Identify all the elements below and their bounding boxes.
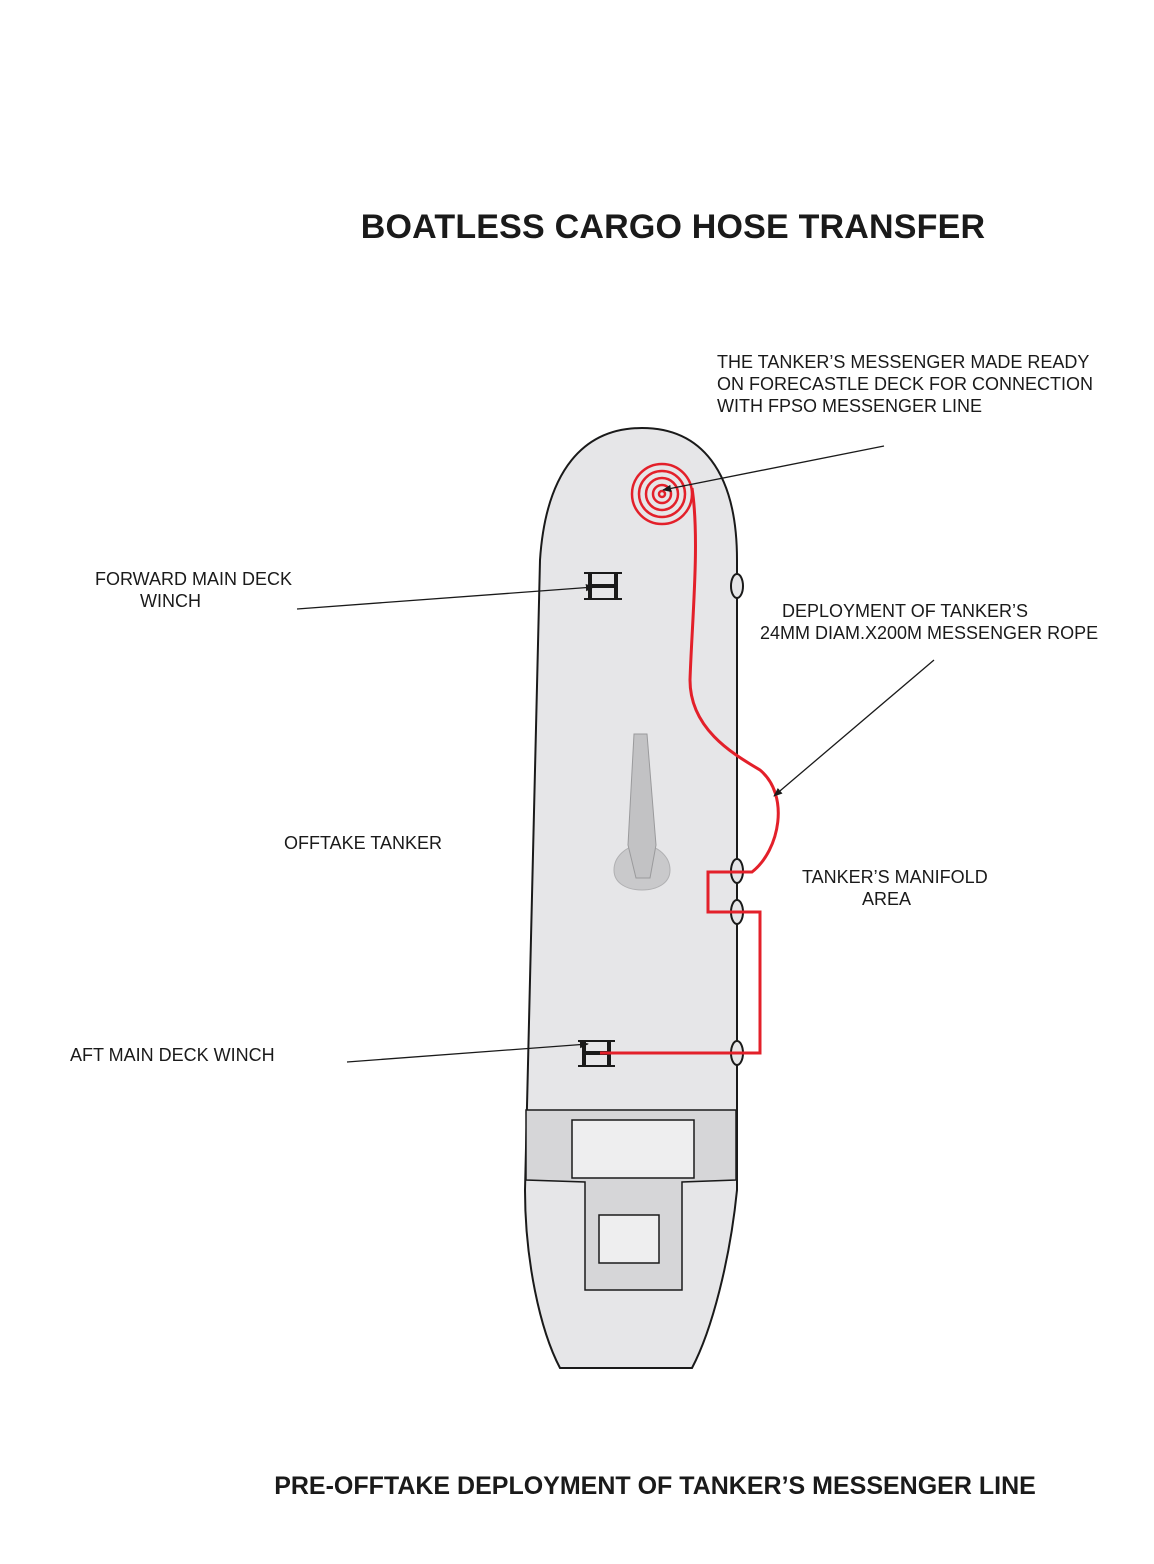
funnel-structure — [598, 1214, 660, 1264]
label-line: FORWARD MAIN DECK — [95, 569, 293, 589]
label-deployment: DEPLOYMENT OF TANKER’S 24MM DIAM.X200M M… — [760, 600, 1098, 644]
crane-boom — [627, 733, 657, 879]
diagram-subtitle: PRE-OFFTAKE DEPLOYMENT OF TANKER’S MESSE… — [274, 1472, 1036, 1500]
label-offtake-tanker: OFFTAKE TANKER — [284, 833, 443, 853]
leader-messenger-ready — [662, 445, 885, 492]
label-line: 24MM DIAM.X200M MESSENGER ROPE — [760, 623, 1099, 643]
fairlead-forward — [730, 573, 744, 599]
label-line: TANKER’S MANIFOLD — [802, 867, 988, 887]
label-line: AREA — [862, 889, 912, 909]
leader-forward-winch — [296, 584, 595, 610]
label-messenger-ready: THE TANKER’S MESSENGER MADE READY ON FOR… — [717, 351, 1093, 417]
label-line: WITH FPSO MESSENGER LINE — [717, 396, 983, 416]
label-line: WINCH — [140, 591, 201, 611]
label-line: DEPLOYMENT OF TANKER’S — [782, 601, 1029, 621]
bridge-structure — [571, 1119, 695, 1179]
diagram-title: BOATLESS CARGO HOSE TRANSFER — [360, 208, 986, 246]
label-line: THE TANKER’S MESSENGER MADE READY — [717, 352, 1090, 372]
label-line: ON FORECASTLE DECK FOR CONNECTION — [717, 374, 1094, 394]
leader-deployment — [773, 659, 935, 797]
label-forward-winch: FORWARD MAIN DECK WINCH — [95, 568, 292, 612]
label-manifold: TANKER’S MANIFOLD AREA — [802, 866, 988, 910]
messenger-rope — [600, 487, 780, 1055]
label-aft-winch: AFT MAIN DECK WINCH — [70, 1045, 275, 1065]
leader-aft-winch — [346, 1041, 589, 1063]
